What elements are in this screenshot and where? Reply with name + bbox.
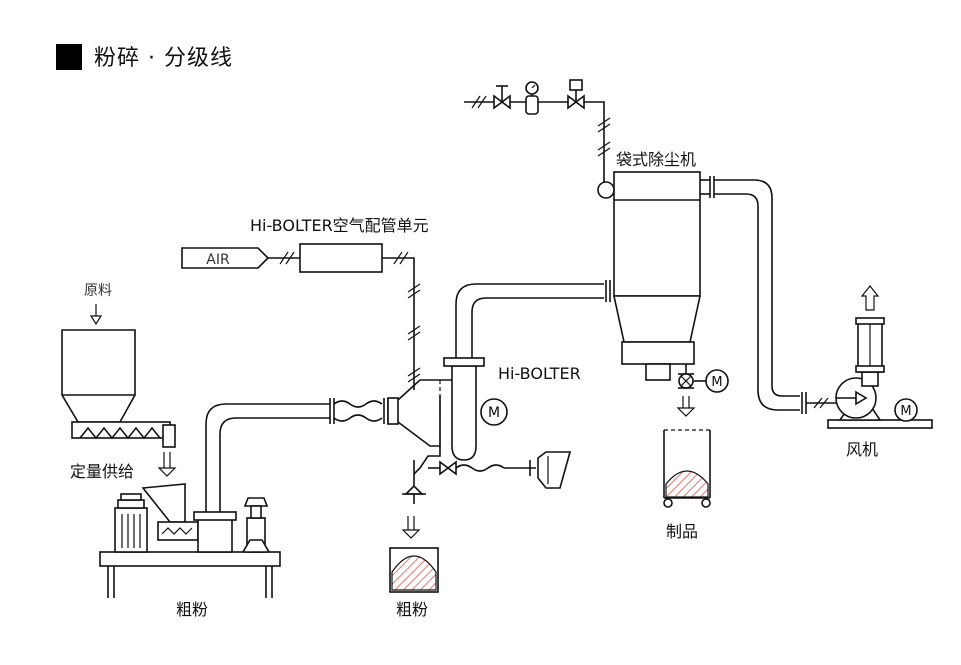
rotary-valve-motor-icon: M <box>705 369 729 393</box>
coarse-arrow-icon <box>401 516 421 539</box>
fan-motor-icon: M <box>894 398 918 422</box>
bag-filter-inlet-ring <box>597 181 615 199</box>
title-block-icon <box>56 44 82 70</box>
mill-body <box>193 511 237 553</box>
raw-material-hopper <box>61 329 176 448</box>
air-unit-label: Hi-BOLTER空气配管单元 <box>250 216 429 235</box>
coarse-discharge-valve <box>402 460 426 504</box>
svg-text:M: M <box>711 375 722 390</box>
bag-filter <box>613 171 701 381</box>
mill-motor <box>114 493 148 553</box>
manual-valve-icon <box>493 85 511 110</box>
coarse-mid-label: 粗粉 <box>396 600 429 619</box>
classifier-motor <box>241 497 271 553</box>
product-bin <box>663 429 711 508</box>
product-arrow-icon <box>676 396 696 417</box>
hibolter-classifier <box>413 352 485 475</box>
inlet-duct <box>387 379 452 447</box>
fan-label: 风机 <box>846 440 879 459</box>
bag-filter-label: 袋式除尘机 <box>616 150 697 169</box>
coarse-bin <box>389 547 439 593</box>
svg-text:AIR: AIR <box>206 252 230 268</box>
air-source: AIR <box>181 247 270 269</box>
feeding-label: 定量供给 <box>70 462 135 481</box>
mill-table <box>99 551 281 598</box>
feed-arrow-icon <box>157 452 177 477</box>
raw-material-label: 原料 <box>84 283 112 299</box>
mill-feed-chute <box>141 483 199 541</box>
air-piping-unit <box>299 243 383 273</box>
fan-blower <box>827 317 933 429</box>
rotary-valve <box>678 364 706 389</box>
svg-text:M: M <box>488 405 500 421</box>
page-title: 粉碎 · 分级线 <box>94 46 233 71</box>
raw-material-arrow-icon <box>89 304 103 326</box>
svg-text:M: M <box>900 404 911 419</box>
coarse-left-label: 粗粉 <box>176 600 209 619</box>
hibolter-motor-icon: M <box>480 398 508 426</box>
recycle-line <box>428 451 572 489</box>
product-label: 制品 <box>666 522 699 541</box>
hibolter-label: Hi-BOLTER <box>498 364 581 383</box>
solenoid-valve-icon <box>567 79 585 110</box>
exhaust-arrow-icon <box>860 285 880 311</box>
flexible-joint <box>329 398 389 424</box>
pressure-regulator-icon <box>525 81 539 115</box>
